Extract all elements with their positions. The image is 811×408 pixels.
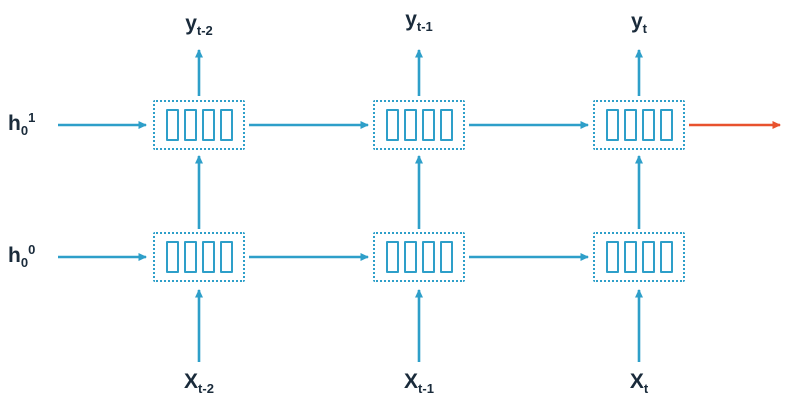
memory-unit (201, 241, 215, 273)
memory-unit (183, 109, 197, 141)
rnn-cell-layer1-t (593, 100, 685, 150)
rnn-cell-layer0-t (593, 232, 685, 282)
label-h0-layer1: h01 (8, 110, 36, 139)
memory-unit (641, 109, 655, 141)
memory-unit (219, 241, 233, 273)
label-y-t-1: yt-1 (405, 8, 433, 35)
memory-unit (623, 241, 637, 273)
label-y-t: yt (630, 10, 648, 37)
memory-unit (385, 109, 399, 141)
memory-unit (439, 109, 453, 141)
label-x-t: Xt (629, 370, 649, 397)
memory-unit (421, 109, 435, 141)
memory-unit (385, 241, 399, 273)
memory-unit (165, 109, 179, 141)
rnn-cell-layer0-t-2 (153, 232, 245, 282)
memory-unit (605, 241, 619, 273)
memory-unit (219, 109, 233, 141)
label-x-t-1: Xt-1 (404, 370, 434, 397)
rnn-cell-layer1-t-1 (373, 100, 465, 150)
memory-unit (605, 109, 619, 141)
memory-unit (403, 241, 417, 273)
memory-unit (403, 109, 417, 141)
label-x-t-2: Xt-2 (184, 370, 214, 397)
memory-unit (421, 241, 435, 273)
memory-unit (659, 109, 673, 141)
rnn-cell-layer0-t-1 (373, 232, 465, 282)
rnn-cell-layer1-t-2 (153, 100, 245, 150)
label-y-t-2: yt-2 (185, 12, 213, 39)
memory-unit (165, 241, 179, 273)
memory-unit (641, 241, 655, 273)
memory-unit (623, 109, 637, 141)
memory-unit (183, 241, 197, 273)
label-h0-layer0: h00 (8, 242, 36, 271)
memory-unit (439, 241, 453, 273)
memory-unit (659, 241, 673, 273)
memory-unit (201, 109, 215, 141)
